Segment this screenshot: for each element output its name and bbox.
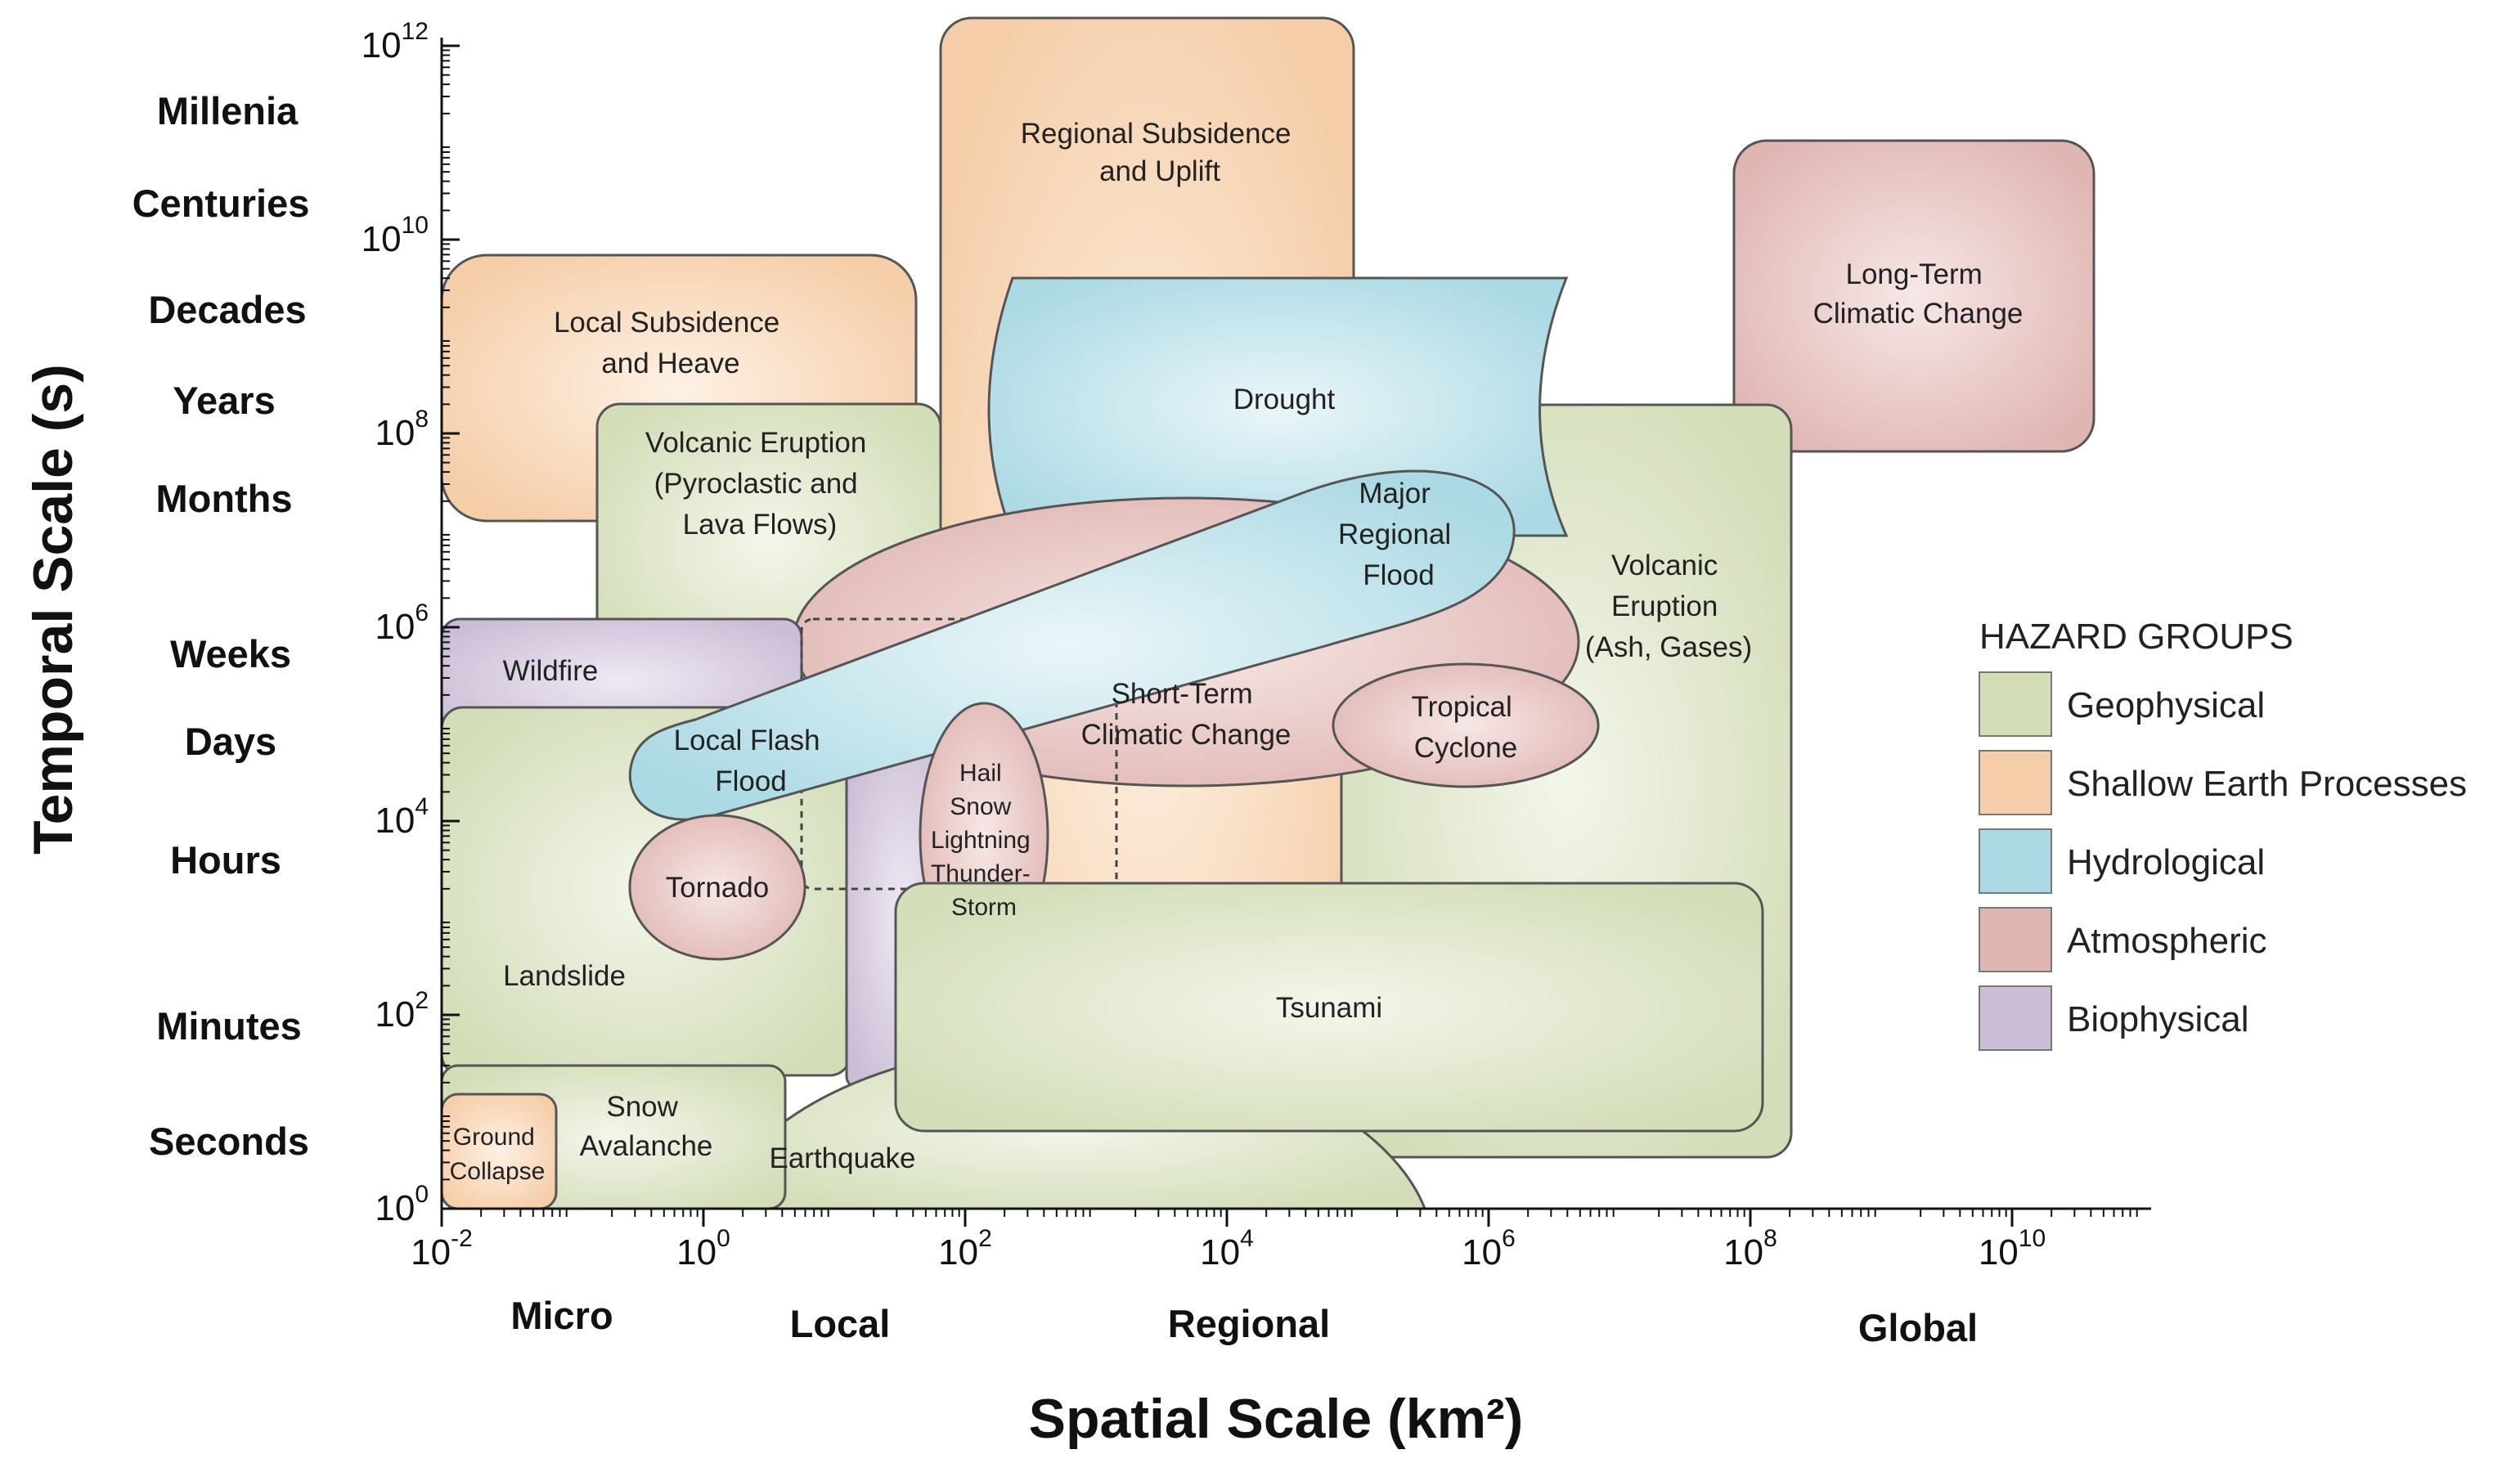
tornado-label: Tornado [666,872,769,904]
regional-subsidence-label: Regional Subsidence and Uplift [1021,118,1300,187]
legend-item-label: Shallow Earth Processes [2067,764,2467,804]
tsunami-shape [894,882,1764,1133]
temporal-label-decades: Decades [148,288,306,331]
temporal-label-weeks: Weeks [170,632,291,675]
ground-collapse-shape [440,1093,558,1210]
spatial-label-micro: Micro [510,1294,613,1337]
temporal-label-years: Years [173,379,275,422]
local-subsidence-label: Local Subsidence and Heave [554,307,788,379]
flood-band-shape [628,469,1516,821]
x-tick-label: 104 [1200,1225,1254,1272]
long-term-climatic-label: Long-Term Climatic Change [1813,258,2024,330]
y-tick-label: 1010 [362,212,429,259]
x-tick-label: 102 [938,1225,992,1272]
y-tick-label: 104 [375,793,429,841]
temporal-label-centuries: Centuries [133,182,310,225]
y-tick-label: 106 [375,599,429,647]
y-tick-label: 108 [375,406,429,453]
tornado-shape [628,814,806,961]
temporal-label-days: Days [185,720,276,763]
long-term-climatic-shape [1732,139,2096,453]
x-tick-label: 108 [1723,1225,1777,1272]
legend-swatch [1979,985,2052,1051]
x-tick-label: 1010 [1979,1225,2046,1272]
drought-label: Drought [1233,384,1336,415]
earthquake-label: Earthquake [769,1142,915,1174]
legend-swatch [1979,671,2052,737]
y-tick-label: 1012 [362,18,429,65]
tropical-cyclone-label: Tropical Cyclone [1412,691,1521,764]
tsunami-label: Tsunami [1276,992,1382,1024]
ground-collapse-label: Ground Collapse [450,1124,546,1185]
temporal-labels: Millenia Centuries Decades Years Months … [133,89,310,1163]
x-tick-label: 10-2 [411,1225,473,1272]
hail-storm-label: Hail Snow Lightning Thunder- Storm [931,760,1037,921]
legend-swatch [1979,907,2052,972]
spatial-label-global: Global [1858,1306,1978,1349]
spatial-label-local: Local [790,1302,891,1345]
temporal-label-hours: Hours [170,838,281,882]
legend-item-label: Atmospheric [2067,921,2267,961]
spatial-labels: Micro Local Regional Global [510,1294,1978,1349]
temporal-label-seconds: Seconds [149,1120,309,1163]
spatial-label-regional: Regional [1168,1302,1330,1345]
major-regional-flood-label: Major Regional Flood [1338,478,1459,591]
legend-item-label: Geophysical [2067,685,2265,725]
temporal-label-minutes: Minutes [156,1004,302,1048]
x-tick-label: 106 [1462,1225,1516,1272]
legend-item-label: Hydrological [2067,842,2265,882]
legend-item-label: Biophysical [2067,999,2249,1039]
legend-swatch [1979,750,2052,815]
tropical-cyclone-shape [1332,662,1600,788]
legend-title: HAZARD GROUPS [1979,617,2293,657]
temporal-label-months: Months [155,477,292,520]
short-term-climatic-label: Short-Term Climatic Change [1081,678,1291,751]
wildfire-label: Wildfire [503,655,599,687]
landslide-label: Landslide [503,960,626,992]
y-axis-title: Temporal Scale (s) [22,364,84,855]
temporal-label-millenia: Millenia [157,89,299,132]
x-tick-label: 100 [676,1225,730,1272]
snow-avalanche-label: Snow Avalanche [580,1091,713,1162]
volcanic-pyroclastic-label: Volcanic Eruption (Pyroclastic and Lava … [645,427,874,541]
local-flash-flood-label: Local Flash Flood [674,725,829,797]
legend-swatch [1979,828,2052,894]
y-tick-label: 102 [375,987,429,1034]
x-axis-title: Spatial Scale (km²) [1029,1388,1524,1450]
volcanic-ash-label: Volcanic Eruption (Ash, Gases) [1585,550,1752,663]
y-tick-label: 100 [375,1181,429,1228]
